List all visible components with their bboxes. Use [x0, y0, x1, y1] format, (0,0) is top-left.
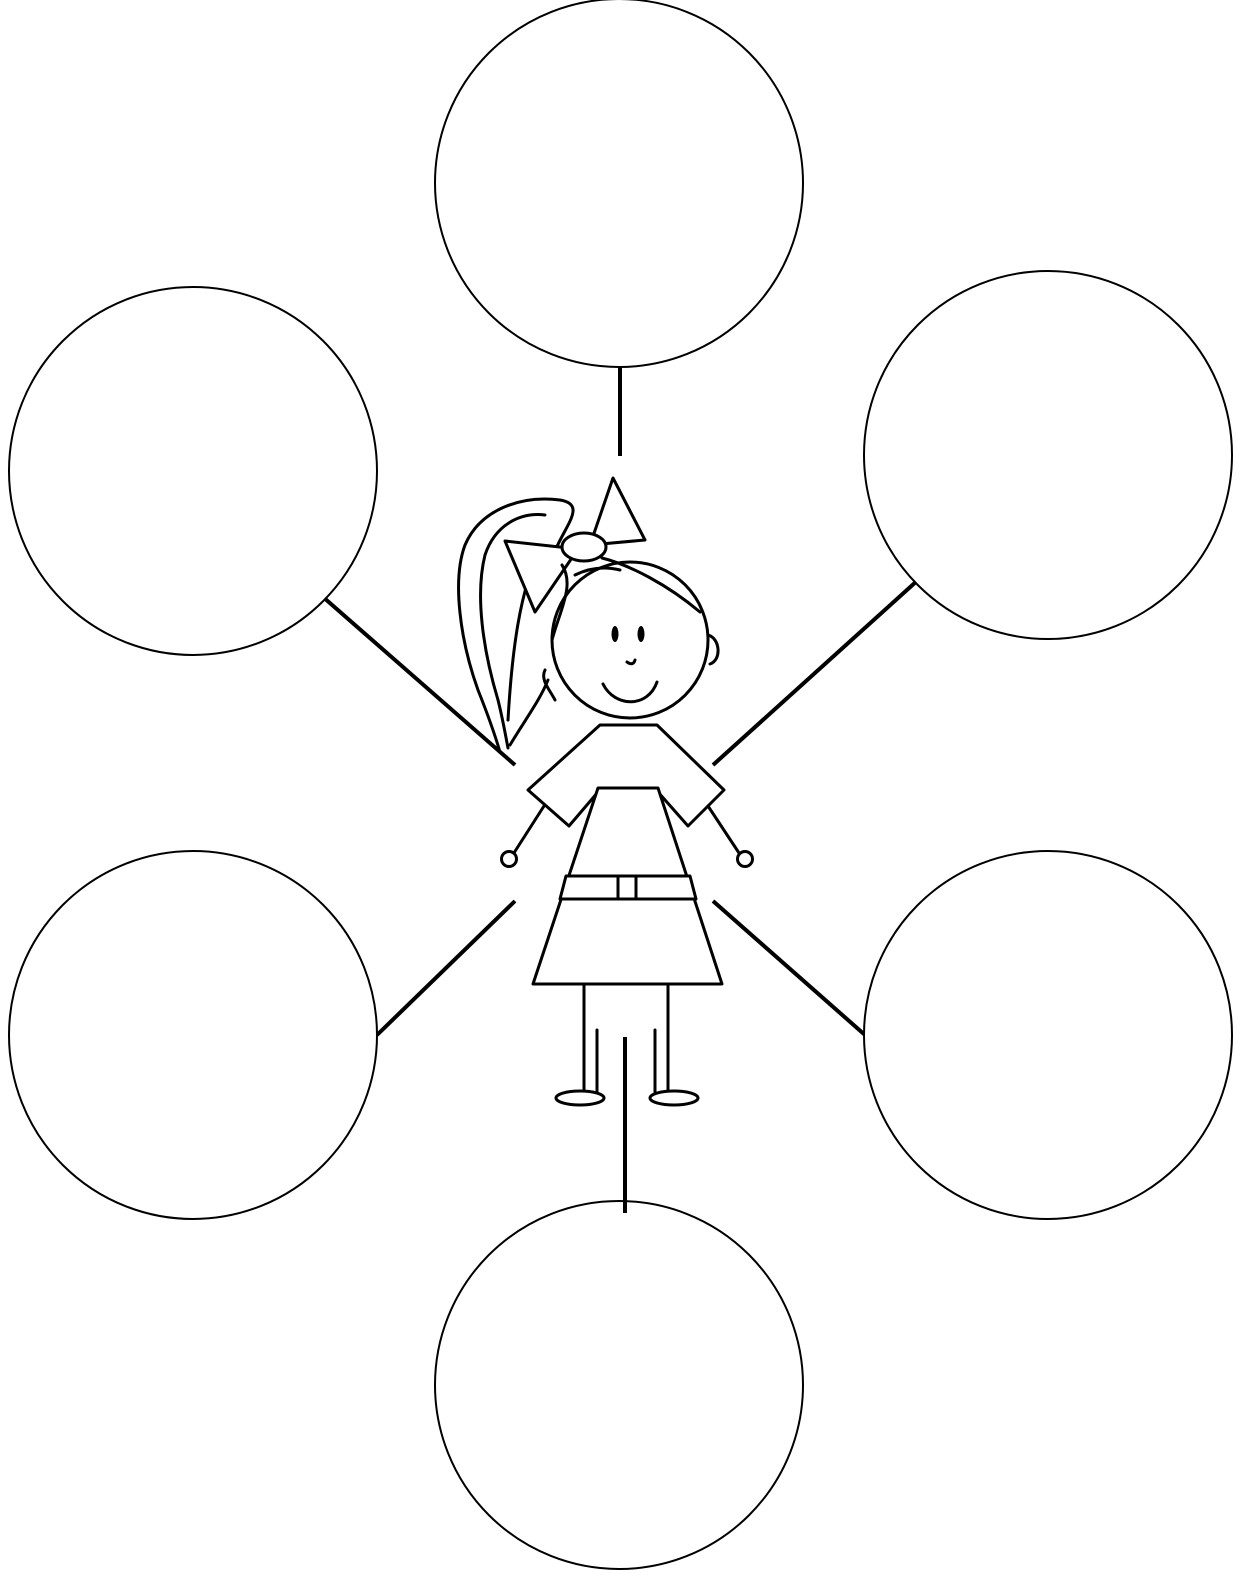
belt-icon: [560, 876, 696, 899]
bubble-upper-right[interactable]: [864, 271, 1232, 639]
connector-upper-right: [713, 580, 918, 765]
connector-upper-left: [323, 597, 515, 765]
right-hand-icon: [738, 852, 753, 867]
connector-lower-left: [377, 901, 515, 1035]
bubble-top[interactable]: [435, 0, 803, 367]
girl-stick-figure-icon: [459, 478, 753, 1105]
left-foot-icon: [556, 1091, 604, 1105]
right-eye-icon: [638, 626, 645, 642]
bubble-upper-left[interactable]: [9, 287, 377, 655]
bow-knot-icon: [562, 533, 606, 561]
right-leg-icon: [655, 984, 668, 1092]
left-arm-icon: [512, 806, 544, 856]
bubble-lower-right[interactable]: [864, 851, 1232, 1219]
right-foot-icon: [650, 1091, 698, 1105]
left-leg-icon: [584, 984, 597, 1092]
connector-lower-right: [713, 901, 865, 1035]
ear-icon: [708, 635, 718, 664]
bubble-bottom[interactable]: [435, 1201, 803, 1569]
head-icon: [552, 562, 708, 718]
right-arm-icon: [708, 806, 741, 856]
bubble-lower-left[interactable]: [9, 851, 377, 1219]
left-eye-icon: [612, 626, 619, 642]
left-hand-icon: [502, 852, 517, 867]
